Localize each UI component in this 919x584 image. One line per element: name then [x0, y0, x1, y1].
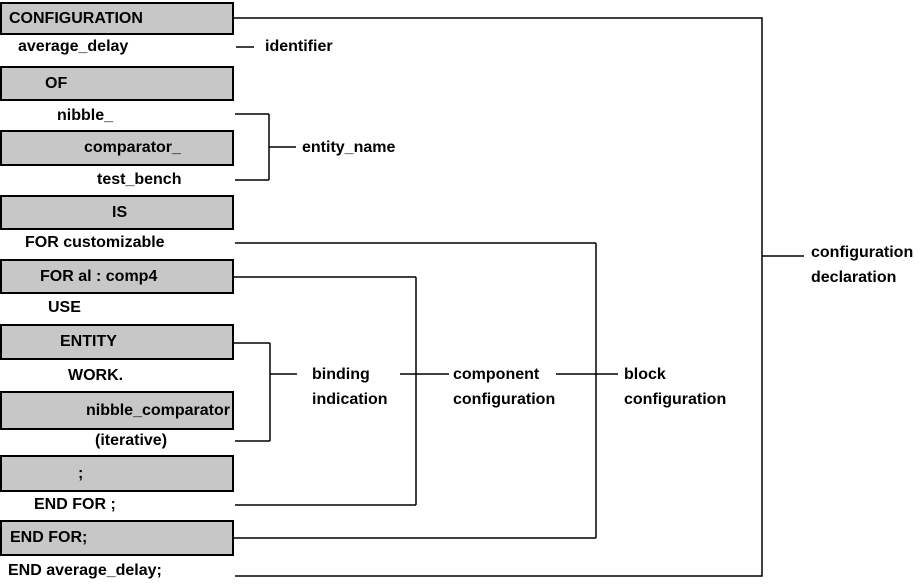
label-configuration-declaration-line2: declaration — [811, 269, 897, 286]
label-entity-name: entity_name — [302, 139, 396, 156]
code-row-is: IS — [0, 195, 234, 230]
code-row-entity: ENTITY — [0, 324, 234, 360]
code-row-use: USE — [48, 299, 81, 316]
code-row-average-delay: average_delay — [18, 38, 129, 55]
code-row-end-for-spaced: END FOR ; — [34, 496, 116, 513]
code-row-for-customizable: FOR customizable — [25, 234, 165, 251]
label-component-configuration: component configuration — [453, 362, 555, 412]
code-row-work: WORK. — [68, 367, 124, 384]
connector-entity-name-bracket — [235, 113, 296, 181]
code-row-iterative: (iterative) — [95, 432, 168, 449]
code-row-end-for: END FOR; — [0, 520, 234, 556]
label-binding-indication-line1: binding — [312, 366, 370, 383]
label-configuration-declaration: configuration declaration — [811, 240, 913, 290]
code-row-for-al-comp4: FOR al : comp4 — [0, 259, 234, 294]
code-row-nibble-comparator: nibble_comparator — [0, 391, 234, 430]
label-binding-indication: binding indication — [312, 362, 388, 412]
label-block-configuration-line1: block — [624, 366, 666, 383]
code-row-configuration: CONFIGURATION — [0, 2, 234, 35]
connector-configuration-declaration-bracket — [234, 17, 763, 577]
code-row-nibble: nibble_ — [57, 107, 114, 124]
label-binding-indication-line2: indication — [312, 391, 388, 408]
label-block-configuration-line2: configuration — [624, 391, 727, 408]
code-row-comparator: comparator_ — [0, 130, 234, 166]
label-block-configuration: block configuration — [624, 362, 726, 412]
code-row-end-average-delay: END average_delay; — [8, 562, 162, 579]
code-row-semicolon: ; — [0, 455, 234, 492]
label-identifier: identifier — [265, 38, 333, 55]
connector-binding-indication-bracket — [234, 342, 297, 442]
code-row-test-bench: test_bench — [97, 171, 182, 188]
code-row-of: OF — [0, 66, 234, 101]
label-configuration-declaration-line1: configuration — [811, 244, 914, 261]
label-component-configuration-line1: component — [453, 366, 540, 383]
label-component-configuration-line2: configuration — [453, 391, 556, 408]
